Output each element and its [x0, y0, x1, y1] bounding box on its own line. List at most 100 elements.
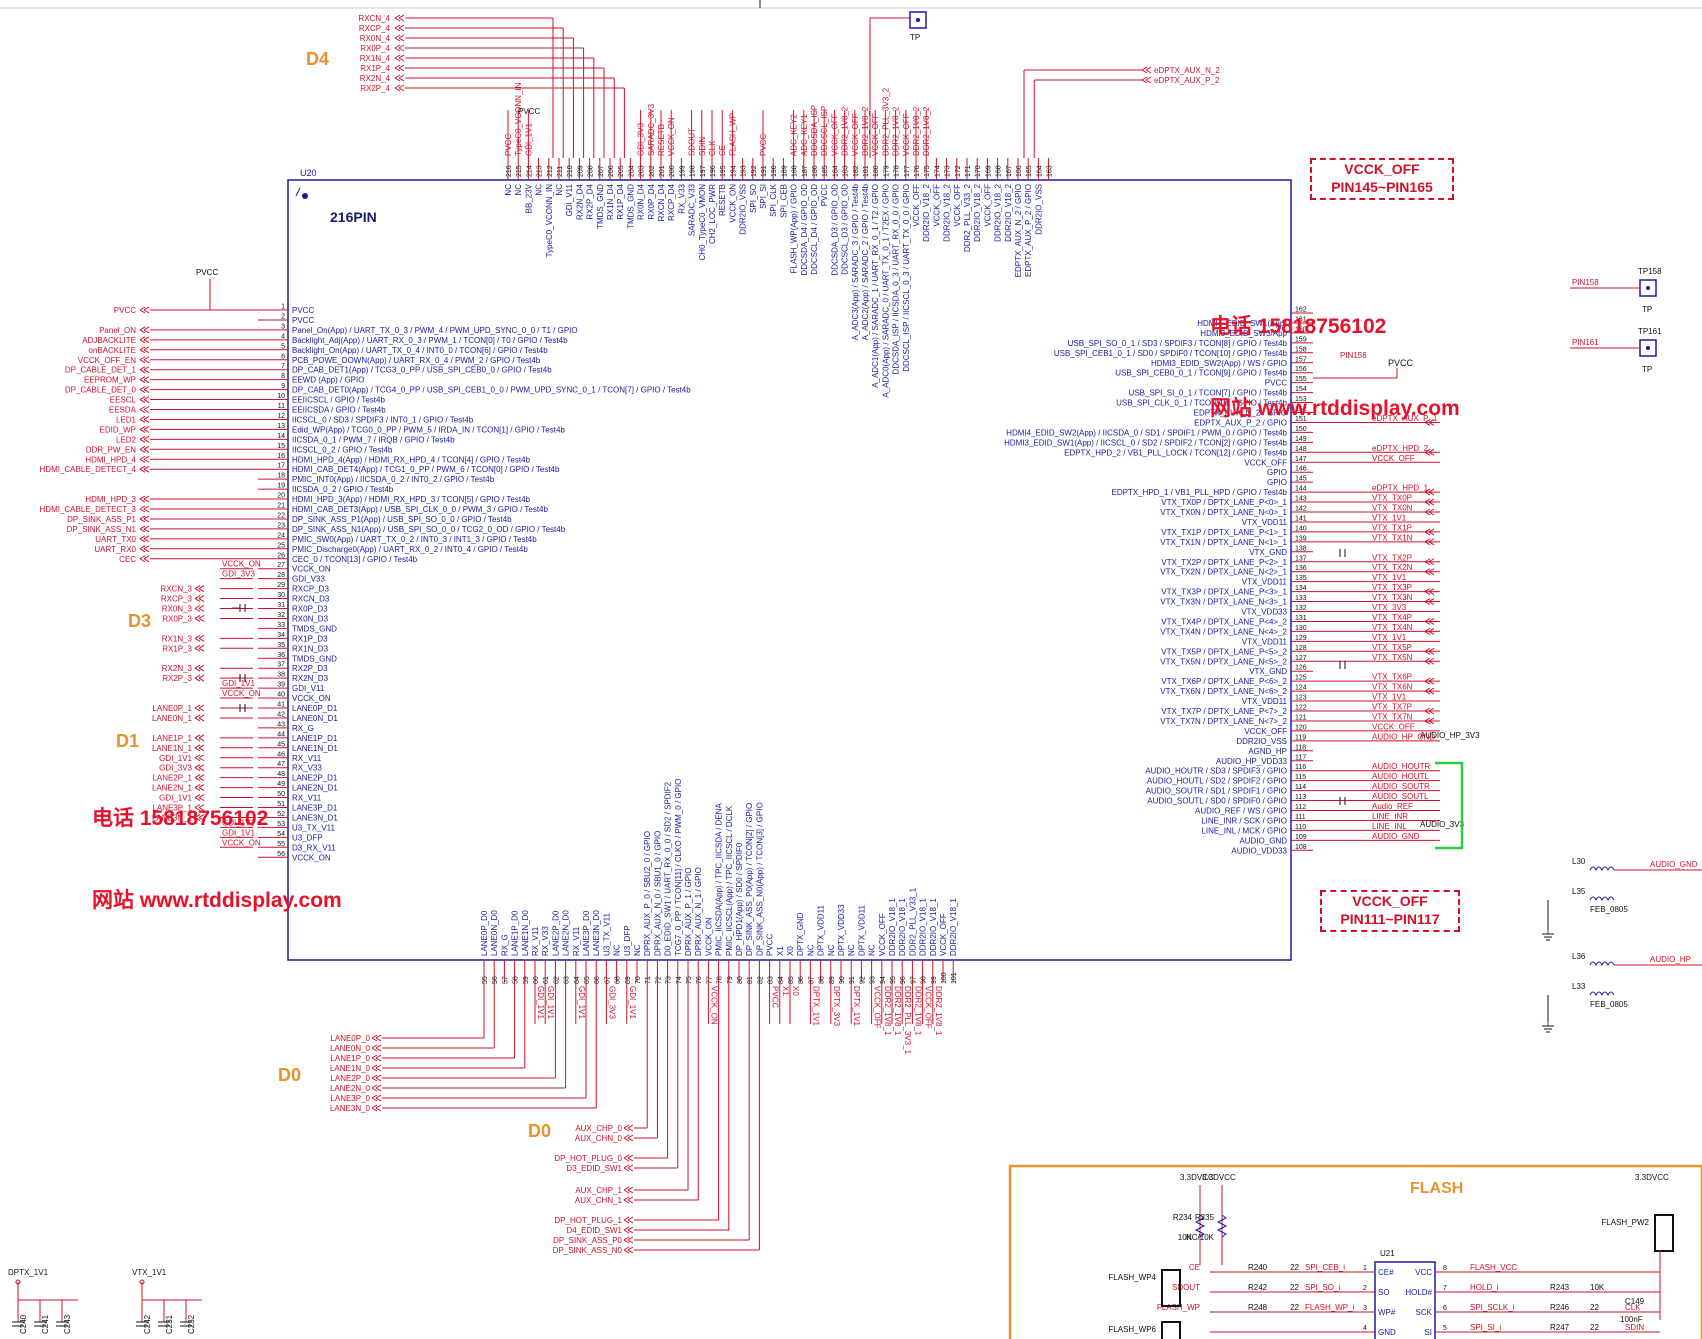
pin-number: 5: [1443, 1325, 1447, 1332]
port-arrow-icon: [1424, 558, 1435, 566]
pin-name: A_ADC1(App) / SARADC_1 / UART_RX_0_1 / T…: [871, 184, 880, 388]
pin-name: VTX_TX4N / DPTX_LANE_N<4>_2: [1160, 627, 1287, 636]
net-label: RX1P_3: [162, 644, 192, 653]
pin-name: PVCC: [1265, 379, 1287, 388]
pin-name: X1: [776, 946, 785, 956]
pin-name: DPTX_GND: [796, 912, 805, 956]
pin-number: 24: [277, 532, 285, 539]
pin-name: AUDIO_SOUTR / SD1 / SPDIF1 / GPIO: [1146, 787, 1287, 796]
net-label: VCCK_OFF: [924, 986, 933, 1029]
pin-name: DDR2IO_VSS: [1236, 737, 1287, 746]
pin-name: LINE_INL / MCK / GPIO: [1201, 826, 1287, 835]
pin-name: U3_TX_V11: [602, 912, 611, 956]
net-label: AUDIO_HP_GND: [1372, 732, 1435, 741]
pin-name: DDR2_PLL_V33_2: [963, 183, 972, 252]
pin-number: 148: [1295, 446, 1307, 453]
pin-name: VTX_TX7P / DPTX_LANE_P<7>_2: [1161, 707, 1287, 716]
net-label: SPI_SCLK_i: [1470, 1303, 1515, 1312]
pin-name: Backlight_On(App) / UART_TX_0_4 / INT0_0…: [292, 346, 548, 355]
net-label: VCCK_OFF: [851, 113, 860, 156]
net-label: LANE2P_1: [152, 774, 192, 783]
pin-number: 5: [281, 343, 285, 350]
pin-name: RX2P_D4: [586, 183, 595, 219]
pin-name: LANE1N_D0: [521, 910, 530, 956]
pin-name: RX0N_D3: [292, 614, 329, 623]
pin-number: 186: [812, 165, 819, 177]
net-label: PIN158: [1572, 278, 1599, 287]
net-label: VCCK_ON: [222, 838, 261, 847]
net-label: LANE3P_0: [330, 1094, 370, 1103]
pin-name: TMDS_GND: [626, 184, 635, 229]
net-label: VTX_TX1P: [1372, 523, 1412, 532]
pin-name: RX1P_D4: [616, 183, 625, 219]
pin-name: CH2_LOC_PWR: [708, 184, 717, 244]
pin-number: 196: [710, 165, 717, 177]
net-label: GDI_1V1: [222, 679, 255, 688]
port-arrow-icon: [139, 386, 150, 394]
pin-name: AUDIO_HP_VDD33: [1216, 757, 1288, 766]
pin-name: PCB_POWE_DOWN(App) / UART_RX_0_4 / PWM_2…: [292, 356, 541, 365]
pin-name: RX0N_D4: [637, 183, 646, 220]
pin-name: DDCSCL_ISP / IICSCL_0_3 / UART_TX_0_0 / …: [902, 184, 911, 372]
pin-number: 212: [547, 165, 554, 177]
pin-number: 140: [1295, 525, 1307, 532]
net-label: PIN158: [1340, 351, 1367, 360]
net-label: VTX_TX5N: [1372, 653, 1413, 662]
ground-symbol: [239, 674, 246, 682]
pin-number: 81: [747, 976, 754, 984]
pin-name: VCCK_ON: [704, 917, 713, 956]
pin-number: 177: [904, 165, 911, 177]
pin-name: HDMI_CAB_DET3(App) / USB_SPI_CLK_0_0 / P…: [292, 505, 549, 514]
pin-name: DP_SINK_ASS_N0(App) / TCON[3] / GPIO: [755, 802, 764, 956]
pin-number: 19: [277, 483, 285, 490]
pin-name: TMDS_GND: [292, 624, 337, 633]
net-label: RX1P_4: [360, 64, 390, 73]
pin-number: 2: [1363, 1285, 1367, 1292]
pin-number: 93: [870, 976, 877, 984]
pin-name: CEC_0 / TCON[13] / GPIO / Test4b: [292, 555, 418, 564]
pin-number: 123: [1295, 695, 1307, 702]
pin-name: VCCK_OFF: [932, 184, 941, 227]
net-label: VTX_1V1: [1372, 633, 1407, 642]
pin-number: 32: [277, 612, 285, 619]
net-label: PVCC: [1388, 358, 1414, 368]
net-label: SARADC_3V3: [647, 103, 656, 156]
pin-number: 207: [598, 165, 605, 177]
pin-number: 159: [1295, 336, 1307, 343]
pin-number: 89: [829, 976, 836, 984]
pin-name: VCC: [1415, 1268, 1432, 1277]
net-label: VCCK_OFF: [1372, 454, 1415, 463]
pin-name: DDCSDA_D3 / GPIO_OD: [830, 184, 839, 276]
net-label: LED2: [116, 435, 137, 444]
port-arrow-icon: [1424, 707, 1435, 715]
part-ref: R248: [1248, 1303, 1268, 1312]
pin-number: 114: [1295, 784, 1306, 791]
pin-name: HDMI4_EDID_SW1(App): [1197, 319, 1287, 328]
pin-number: 21: [277, 503, 285, 510]
pin-name: DP_SINK_ASS_P1(App) / USB_SPI_SO_0_0 / G…: [292, 515, 512, 524]
pin-name: A_ADC2(App) / SARADC_2 / GPIO / Test4b: [861, 183, 870, 340]
net-label: VCCK_OFF_EN: [78, 356, 136, 365]
net-label: GDI_1V1: [159, 754, 192, 763]
chip-name: 216PIN: [330, 209, 377, 225]
port-arrow-icon: [139, 416, 150, 423]
net-label: AUX_CHP_1: [575, 1186, 622, 1195]
pin-number: 8: [1443, 1265, 1447, 1272]
pin-number: 187: [802, 165, 809, 177]
pin-name: SARADC_V33: [688, 183, 697, 236]
pin-number: 41: [277, 702, 285, 709]
port-arrow-icon: [394, 24, 405, 32]
testpoint-label: TP: [1642, 365, 1652, 374]
net-label: VCCK_ON: [667, 117, 676, 156]
pin-name: EDPTX_HPD_2 / VB1_PLL_LOCK / TCON[12] / …: [1064, 448, 1287, 457]
net-label: DDR2_1V8_1: [893, 986, 902, 1036]
pin-number: 30: [277, 592, 285, 599]
pin-number: 3: [1363, 1305, 1367, 1312]
pin-name: DPTX_VDD33: [837, 904, 846, 956]
port-arrow-icon: [623, 1186, 634, 1194]
net-label: EDID_WP: [100, 425, 136, 434]
net-label: SDIN: [1625, 1323, 1644, 1332]
pin-number: 29: [277, 582, 285, 589]
pin-name: DDCSDA_D4 / GPIO_OD: [800, 184, 809, 276]
